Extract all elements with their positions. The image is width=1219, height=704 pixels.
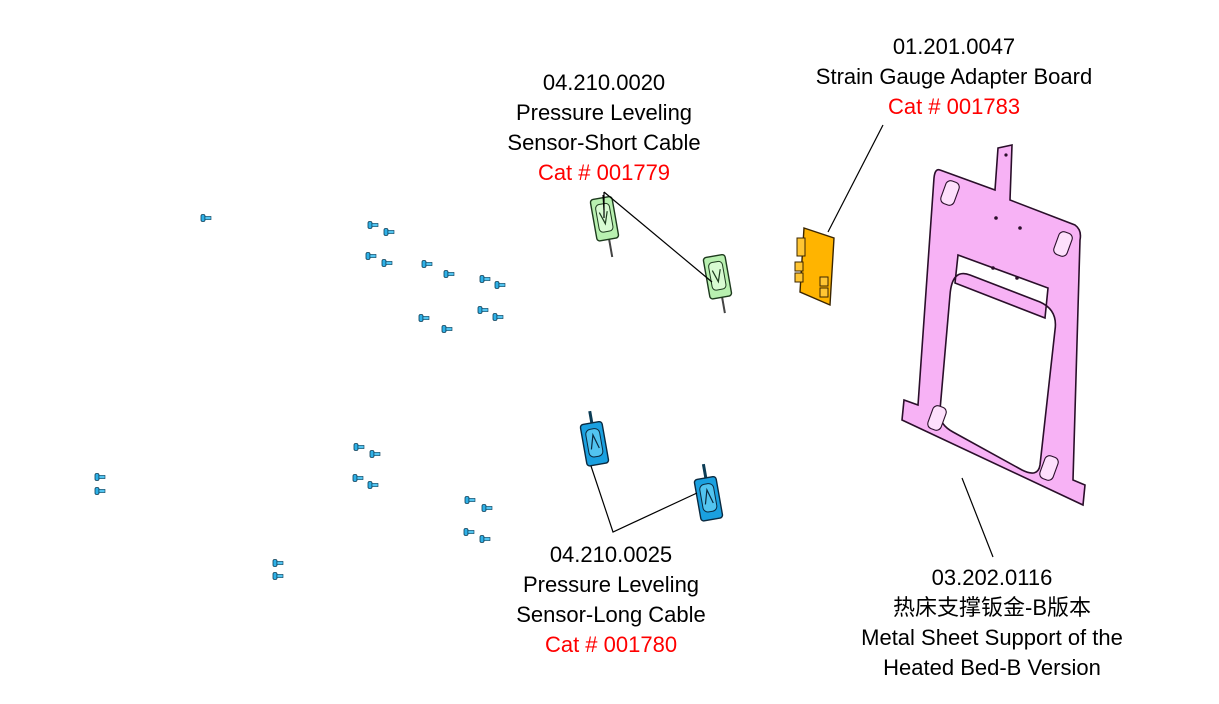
- screw-icon: [492, 313, 504, 321]
- long-sensor-left: [579, 410, 610, 467]
- adapter-board: [794, 227, 835, 307]
- part-name: Sensor-Short Cable: [507, 130, 701, 155]
- screw-icon: [481, 504, 493, 512]
- screw-icon: [367, 481, 379, 489]
- screw-icon: [479, 535, 491, 543]
- part-name: Pressure Leveling: [522, 572, 700, 597]
- leader-adapter-board: [827, 124, 884, 233]
- screw-icon: [477, 306, 489, 314]
- metal-sheet-support: [901, 144, 1086, 507]
- part-name: Strain Gauge Adapter Board: [815, 64, 1093, 89]
- screw-icon: [443, 270, 455, 278]
- part-name-cn: 热床支撑钣金-B版本: [892, 595, 1092, 620]
- label-short-sensor: 04.210.0020 Pressure Leveling Sensor-Sho…: [507, 68, 700, 188]
- screw-icon: [418, 314, 430, 322]
- label-metal-sheet: 03.202.0116 热床支撑钣金-B版本 Metal Sheet Suppo…: [861, 563, 1123, 683]
- screw-icon: [464, 496, 476, 504]
- leader-metal-sheet: [961, 477, 994, 558]
- screw-icon: [369, 450, 381, 458]
- screw-icon: [94, 473, 106, 481]
- screw-icon: [367, 221, 379, 229]
- short-sensor-right: [702, 253, 733, 314]
- part-number: 03.202.0116: [931, 565, 1053, 590]
- screw-icon: [94, 487, 106, 495]
- screw-icon: [381, 259, 393, 267]
- long-sensor-right: [693, 463, 724, 522]
- screw-icon: [494, 281, 506, 289]
- label-long-sensor: 04.210.0025 Pressure Leveling Sensor-Lon…: [516, 540, 706, 660]
- screw-icon: [383, 228, 395, 236]
- screw-icon: [421, 260, 433, 268]
- catalog-number: Cat # 001783: [887, 94, 1021, 119]
- part-name: Metal Sheet Support of the: [861, 625, 1123, 650]
- screw-icon: [479, 275, 491, 283]
- screw-group: [94, 214, 506, 580]
- leader-long-sensor: [590, 465, 698, 533]
- part-name: Sensor-Long Cable: [516, 602, 706, 627]
- screw-icon: [272, 572, 284, 580]
- part-name: Pressure Leveling: [515, 100, 693, 125]
- catalog-number: Cat # 001780: [544, 632, 678, 657]
- screw-icon: [272, 559, 284, 567]
- label-adapter-board: 01.201.0047 Strain Gauge Adapter Board C…: [816, 32, 1092, 122]
- short-sensor-left: [589, 195, 620, 258]
- part-number: 04.210.0025: [549, 542, 673, 567]
- screw-icon: [352, 474, 364, 482]
- catalog-number: Cat # 001779: [537, 160, 671, 185]
- leader-lines: [590, 124, 994, 558]
- screw-icon: [200, 214, 212, 222]
- screw-icon: [365, 252, 377, 260]
- part-number: 04.210.0020: [542, 70, 666, 95]
- screw-icon: [353, 443, 365, 451]
- part-name: Heated Bed-B Version: [883, 655, 1101, 680]
- screw-icon: [441, 325, 453, 333]
- part-number: 01.201.0047: [892, 34, 1016, 59]
- screw-icon: [463, 528, 475, 536]
